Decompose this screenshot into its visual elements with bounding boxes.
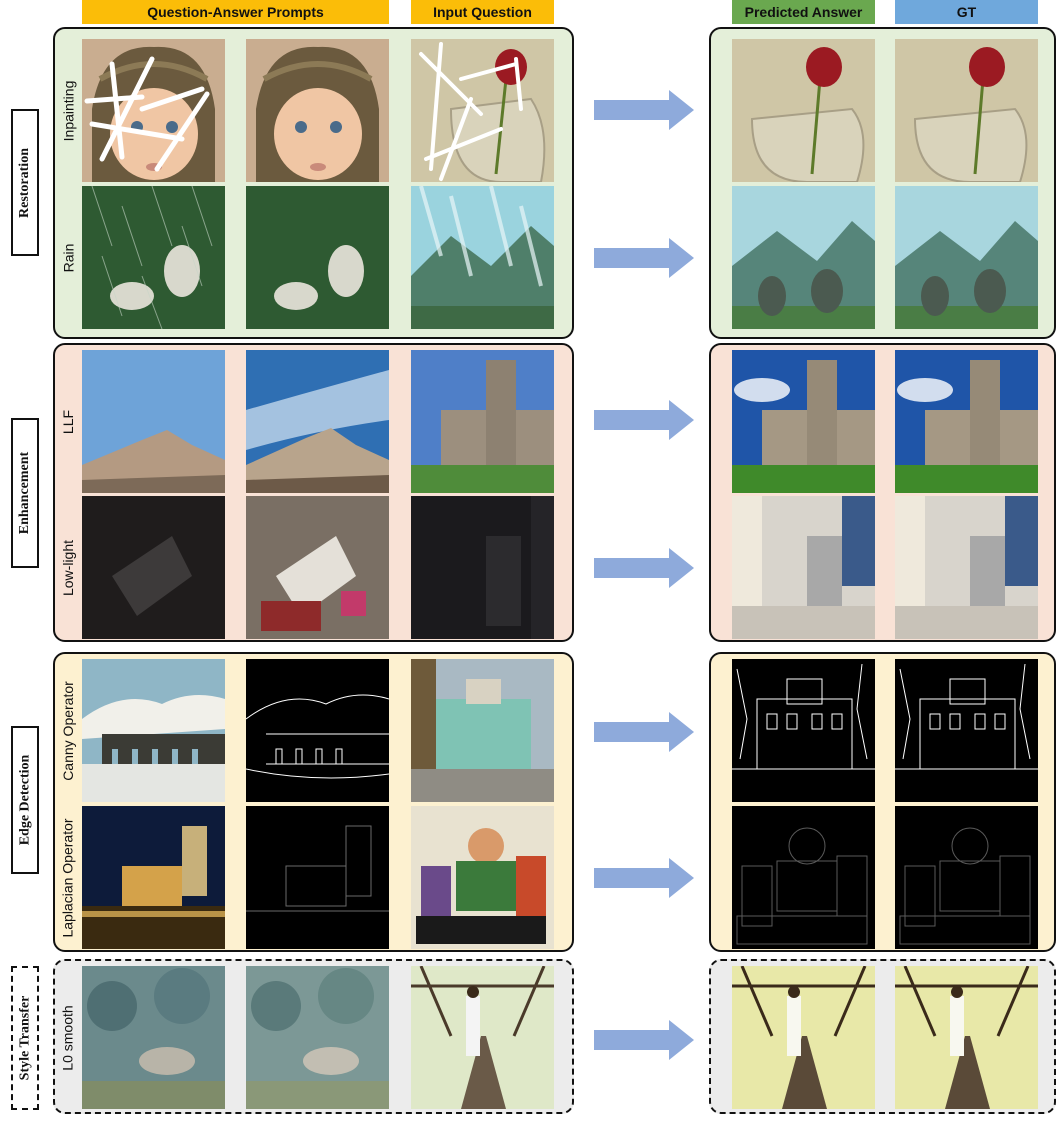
llf-prompt-answer-image — [246, 350, 389, 493]
inpainting-predicted-image — [732, 39, 875, 182]
category-restoration: Restoration — [11, 109, 39, 256]
llf-predicted-image — [732, 350, 875, 493]
l0-smooth-input-question-image — [411, 966, 554, 1109]
inpainting-gt-image — [895, 39, 1038, 182]
rain-input-question-image — [411, 186, 554, 329]
category-edge-detection: Edge Detection — [11, 726, 39, 874]
canny-gt-image — [895, 659, 1038, 802]
arrow-right-icon — [594, 400, 694, 440]
arrow-right-icon — [594, 548, 694, 588]
header-qa-prompts: Question-Answer Prompts — [82, 0, 389, 24]
header-gt: GT — [895, 0, 1038, 24]
inpainting-prompt-answer-image — [246, 39, 389, 182]
arrow-right-icon — [594, 238, 694, 278]
llf-gt-image — [895, 350, 1038, 493]
canny-prompt-answer-image — [246, 659, 389, 802]
laplacian-predicted-image — [732, 806, 875, 949]
row-label-low-light: Low-light — [60, 539, 76, 596]
low-light-prompt-input-image — [82, 496, 225, 639]
row-label-l0-smooth: L0 smooth — [60, 1004, 76, 1071]
arrow-right-icon — [594, 90, 694, 130]
rain-predicted-image — [732, 186, 875, 329]
row-label-canny-operator: Canny Operator — [60, 680, 77, 781]
l0-smooth-prompt-answer-image — [246, 966, 389, 1109]
canny-input-question-image — [411, 659, 554, 802]
rain-prompt-input-image — [82, 186, 225, 329]
laplacian-gt-image — [895, 806, 1038, 949]
llf-input-question-image — [411, 350, 554, 493]
rain-prompt-answer-image — [246, 186, 389, 329]
laplacian-prompt-answer-image — [246, 806, 389, 949]
l0-smooth-predicted-image — [732, 966, 875, 1109]
laplacian-prompt-input-image — [82, 806, 225, 949]
canny-prompt-input-image — [82, 659, 225, 802]
l0-smooth-gt-image — [895, 966, 1038, 1109]
row-label-rain: Rain — [60, 243, 77, 272]
low-light-prompt-answer-image — [246, 496, 389, 639]
llf-prompt-input-image — [82, 350, 225, 493]
category-enhancement: Enhancement — [11, 418, 39, 568]
low-light-input-question-image — [411, 496, 554, 639]
arrow-right-icon — [594, 858, 694, 898]
row-label-llf: LLF — [60, 409, 76, 434]
row-label-laplacian-operator: Laplacian Operator — [60, 817, 77, 938]
arrow-right-icon — [594, 1020, 694, 1060]
arrow-right-icon — [594, 712, 694, 752]
laplacian-input-question-image — [411, 806, 554, 949]
header-predicted-answer: Predicted Answer — [732, 0, 875, 24]
rain-gt-image — [895, 186, 1038, 329]
canny-predicted-image — [732, 659, 875, 802]
low-light-predicted-image — [732, 496, 875, 639]
inpainting-prompt-input-image — [82, 39, 225, 182]
l0-smooth-prompt-input-image — [82, 966, 225, 1109]
category-style-transfer: Style Transfer — [11, 966, 39, 1110]
row-label-inpainting: Inpainting — [60, 80, 76, 141]
header-input-question: Input Question — [411, 0, 554, 24]
low-light-gt-image — [895, 496, 1038, 639]
inpainting-input-question-image — [411, 39, 554, 182]
